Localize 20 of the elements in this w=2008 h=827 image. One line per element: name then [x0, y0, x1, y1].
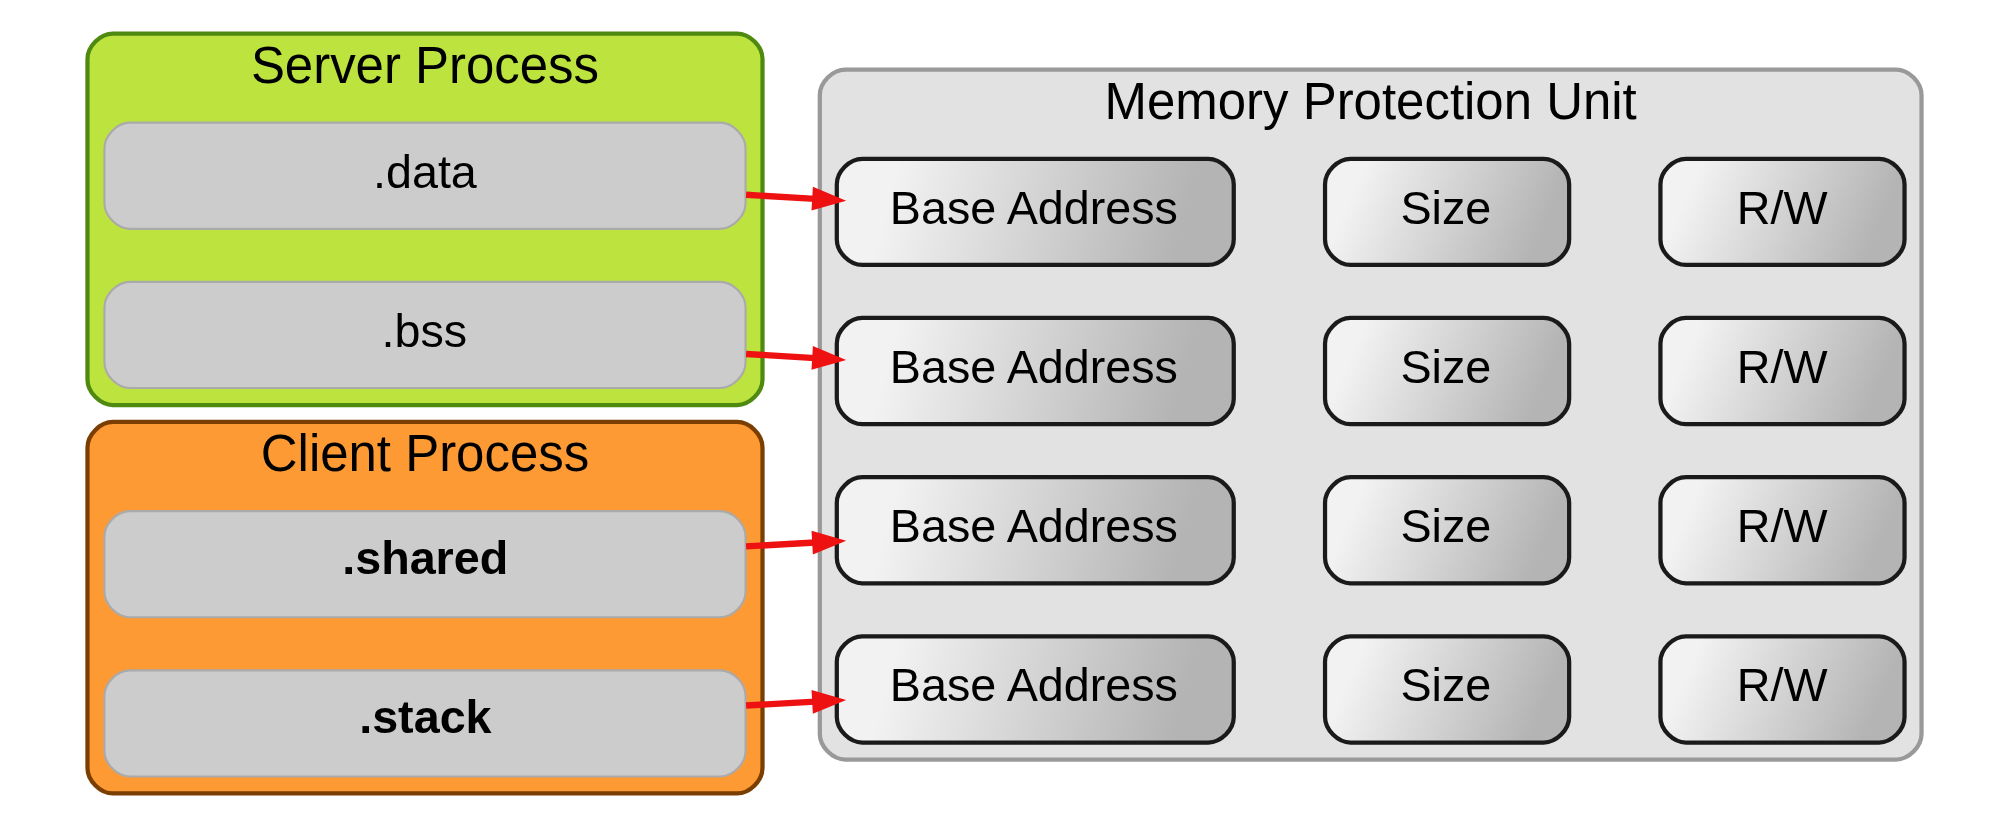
node-box: R/W: [1657, 475, 1907, 586]
node-box: R/W: [1657, 634, 1907, 745]
arrow: [745, 530, 846, 555]
node-box: Base Address: [834, 156, 1236, 268]
node-box: .data: [102, 121, 747, 230]
node-box: Base Address: [834, 634, 1236, 745]
node-box: Size: [1322, 156, 1571, 268]
node-box: Base Address: [834, 315, 1236, 427]
node-box: Size: [1322, 634, 1571, 745]
node-box: .bss: [102, 280, 747, 390]
node-box: .shared: [102, 510, 747, 619]
node-box: .stack: [102, 669, 747, 778]
arrow: [745, 346, 846, 370]
node-box: Base Address: [834, 475, 1236, 586]
node-box: Size: [1322, 315, 1571, 427]
node-box: R/W: [1657, 156, 1907, 268]
arrow: [745, 689, 846, 714]
arrow: [745, 186, 846, 211]
node-box: R/W: [1657, 315, 1907, 427]
node-box: Size: [1322, 475, 1571, 586]
